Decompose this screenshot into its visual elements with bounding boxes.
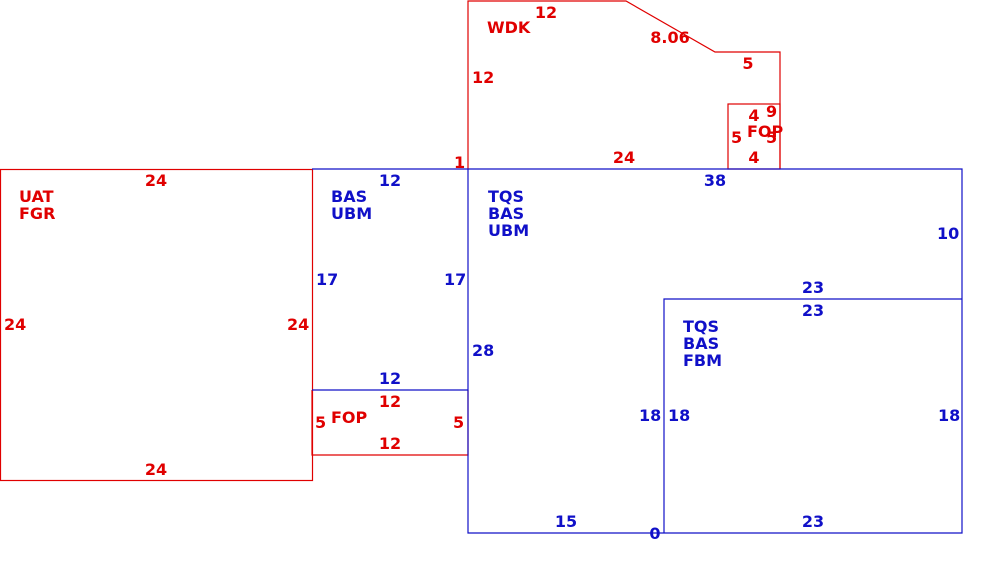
fop-left-top-dim: 12	[379, 392, 401, 411]
main-top-dim: 38	[704, 171, 726, 190]
wdk-bottom-dim: 24	[613, 148, 635, 167]
main-right-dim: 10	[937, 224, 959, 243]
fbm-left-inner-dim: 18	[668, 406, 690, 425]
fop-small-code: FOP	[747, 122, 784, 141]
fop-left-code: FOP	[331, 408, 368, 427]
uat-fgr-outline	[0, 168, 314, 482]
fop-left-bottom-dim: 12	[379, 434, 401, 453]
fgr-code: FGR	[19, 204, 55, 223]
bas-code-main: BAS	[488, 204, 524, 223]
fop-left-right-dim: 5	[453, 413, 464, 432]
bas-ubm-right-dim: 17	[444, 270, 466, 289]
fbm-left-outer-dim: 18	[639, 406, 661, 425]
ubm-code: UBM	[331, 204, 372, 223]
bas-code: BAS	[331, 187, 367, 206]
fop-small-bottom-dim: 4	[748, 148, 759, 167]
wdk-code: WDK	[487, 18, 531, 37]
main-bottom-dim: 15	[555, 512, 577, 531]
wdk-right-dim: 5	[742, 54, 753, 73]
fop-small-right-inner-dim: 5	[766, 128, 777, 147]
bas-code-fbm: BAS	[683, 334, 719, 353]
fop-small-left-dim: 5	[731, 128, 742, 147]
tqs-code: TQS	[488, 187, 524, 206]
bas-ubm-top-dim: 12	[379, 171, 401, 190]
wdk-diagonal-dim: 8.06	[650, 28, 689, 47]
bas-ubm-bottom-dim: 12	[379, 369, 401, 388]
uat-left-dim: 24	[4, 315, 26, 334]
wdk-step-dim: 1	[454, 153, 465, 172]
uat-bottom-dim: 24	[145, 460, 167, 479]
wdk-outline	[467, 0, 781, 169]
tqs-bas-ubm-outline	[467, 168, 963, 534]
wdk-top-dim: 12	[535, 3, 557, 22]
ubm-code-main: UBM	[488, 221, 529, 240]
tqs-bas-fbm-outline	[663, 298, 962, 533]
fop-small-right-dim: 9	[766, 102, 777, 121]
main-corner-dim: 0	[649, 524, 660, 543]
uat-right-dim: 24	[287, 315, 309, 334]
uat-top-dim: 24	[145, 171, 167, 190]
bas-ubm-left-dim: 17	[316, 270, 338, 289]
fop-left-left-dim: 5	[315, 413, 326, 432]
main-left-dim: 28	[472, 341, 494, 360]
fbm-top-dim: 23	[802, 301, 824, 320]
fbm-code: FBM	[683, 351, 722, 370]
wdk-left-dim: 12	[472, 68, 494, 87]
fbm-right-dim: 18	[938, 406, 960, 425]
uat-code: UAT	[19, 187, 54, 206]
fbm-bottom-dim: 23	[802, 512, 824, 531]
fop-small-top-dim: 4	[748, 106, 759, 125]
main-mid-dim: 23	[802, 278, 824, 297]
tqs-code-fbm: TQS	[683, 317, 719, 336]
